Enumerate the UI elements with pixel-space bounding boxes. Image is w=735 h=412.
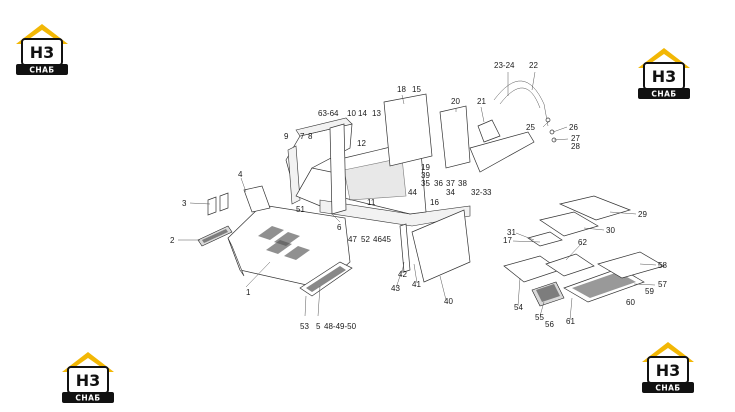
side-grille — [197, 225, 233, 247]
side-cover — [411, 209, 471, 283]
logo-mark: H3 — [656, 361, 681, 380]
panel-62 — [545, 253, 595, 277]
pillar — [399, 223, 411, 273]
callout-3: 3 — [182, 199, 187, 208]
callout-62: 62 — [578, 238, 587, 247]
callout-44: 44 — [408, 188, 417, 197]
callout-26: 26 — [569, 123, 578, 132]
callout-30: 30 — [606, 226, 615, 235]
callout-39: 39 — [421, 171, 430, 180]
callout-53: 53 — [300, 322, 309, 331]
bracket-3 — [207, 192, 229, 216]
plate-31 — [527, 231, 563, 247]
callout-36: 36 — [434, 179, 443, 188]
callout-42: 42 — [398, 270, 407, 279]
callout-10: 10 — [347, 109, 356, 118]
callout-20: 20 — [451, 97, 460, 106]
callout-1: 1 — [246, 288, 251, 297]
hood-panel — [227, 204, 351, 289]
callout-43: 43 — [391, 284, 400, 293]
callout-9: 9 — [284, 132, 289, 141]
logo-top-right: H3 СНАБ — [638, 48, 690, 99]
callout-8: 8 — [308, 132, 313, 141]
callout-58: 58 — [658, 261, 667, 270]
callout-38: 38 — [458, 179, 467, 188]
callout-22: 22 — [529, 61, 538, 70]
callout-21: 21 — [477, 97, 486, 106]
logo-text: СНАБ — [655, 384, 680, 393]
callout-29: 29 — [638, 210, 647, 219]
callout-47: 47 — [348, 235, 357, 244]
logo-text: СНАБ — [651, 90, 676, 99]
callout-19: 19 — [421, 163, 430, 172]
callout-28: 28 — [571, 142, 580, 151]
callout-61: 61 — [566, 317, 575, 326]
callout-2: 2 — [170, 236, 175, 245]
logo-top-left: H3 СНАБ — [16, 24, 68, 75]
logo-text: СНАБ — [29, 66, 54, 75]
logo-bottom-left: H3 СНАБ — [62, 352, 114, 403]
hardware-bolts — [545, 117, 557, 143]
rear-lid — [469, 131, 535, 173]
callout-6: 6 — [337, 223, 342, 232]
callout-48-49-50: 48-49-50 — [324, 322, 357, 331]
callout-57: 57 — [658, 280, 667, 289]
callout-27: 27 — [571, 134, 580, 143]
callout-51: 51 — [296, 205, 305, 214]
callout-63-64: 63-64 — [318, 109, 339, 118]
callout-31: 31 — [507, 228, 516, 237]
callout-4: 4 — [238, 170, 243, 179]
panel-54 — [503, 255, 561, 283]
logo-bottom-right: H3 СНАБ — [642, 342, 694, 393]
callout-46: 46 — [373, 235, 382, 244]
rollover-bar — [477, 80, 549, 143]
logo-mark: H3 — [652, 67, 677, 86]
callout-55: 55 — [535, 313, 544, 322]
callout-11: 11 — [367, 198, 376, 207]
upper-panel — [383, 93, 433, 167]
callout-23-24: 23-24 — [494, 61, 515, 70]
bottom-grille — [299, 261, 353, 297]
callout-7: 7 — [300, 132, 305, 141]
cover-30 — [539, 211, 599, 237]
callout-14: 14 — [358, 109, 367, 118]
callout-25: 25 — [526, 123, 535, 132]
cover-29 — [558, 195, 632, 221]
callout-37: 37 — [446, 179, 455, 188]
leader-lines — [178, 71, 657, 321]
callout-59: 59 — [645, 287, 654, 296]
callout-45: 45 — [382, 235, 391, 244]
callout-35: 35 — [421, 179, 430, 188]
callout-13: 13 — [372, 109, 381, 118]
callout-12: 12 — [357, 139, 366, 148]
hood-grille — [258, 226, 310, 260]
callout-52: 52 — [361, 235, 370, 244]
callout-17: 17 — [503, 236, 512, 245]
side-panel — [439, 105, 471, 169]
callout-34: 34 — [446, 188, 455, 197]
callout-56: 56 — [545, 320, 554, 329]
logo-text: СНАБ — [75, 394, 100, 403]
callout-54: 54 — [514, 303, 523, 312]
callout-16: 16 — [430, 198, 439, 207]
callout-15: 15 — [412, 85, 421, 94]
callout-18: 18 — [397, 85, 406, 94]
callout-40: 40 — [444, 297, 453, 306]
callout-41: 41 — [412, 280, 421, 289]
callout-32-33: 32-33 — [471, 188, 492, 197]
panel-58 — [597, 251, 665, 279]
floor-grille-55 — [531, 281, 565, 307]
logo-mark: H3 — [76, 371, 101, 390]
callout-5: 5 — [316, 322, 321, 331]
callout-labels: 1 2 3 4 5 6 7 8 9 10 11 12 13 14 15 16 1… — [170, 61, 667, 331]
hinge-strip — [243, 185, 271, 213]
logo-mark: H3 — [30, 43, 55, 62]
callout-60: 60 — [626, 298, 635, 307]
